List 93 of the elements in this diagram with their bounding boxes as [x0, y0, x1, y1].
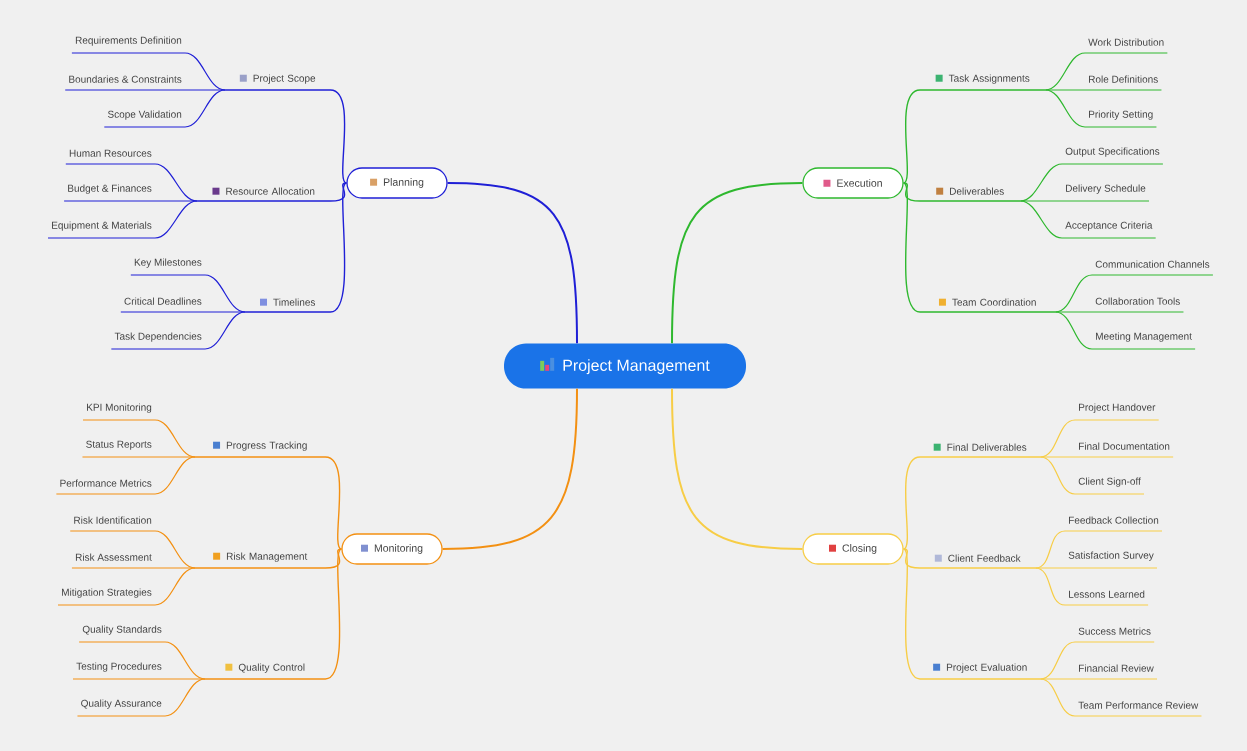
branch-label: Project Evaluation	[933, 663, 1027, 673]
branch-label: Team Coordination	[938, 298, 1036, 306]
branch-line	[441, 387, 578, 550]
branch-label: Client Feedback	[934, 554, 1021, 562]
leaf-label: Project Handover	[1079, 403, 1156, 413]
topic-box: Closing	[802, 533, 904, 565]
branch-line	[204, 548, 343, 680]
branch-line	[244, 182, 348, 313]
branch-line	[1054, 311, 1196, 350]
branch-line	[1044, 89, 1163, 91]
branch-line	[902, 548, 1042, 680]
leaf-label: Final Documentation	[1079, 442, 1170, 450]
leaf-label: Budget & Finances	[68, 184, 152, 194]
leaf-label: Financial Review	[1079, 664, 1154, 672]
branch-line	[72, 678, 206, 680]
leaf-label: Client Sign-off	[1078, 477, 1141, 487]
leaf-label: Requirements Definition	[75, 36, 182, 46]
branch-line	[196, 182, 348, 202]
branch-label: Progress Tracking	[213, 441, 307, 451]
branch-line	[902, 548, 1037, 569]
leaf-label: Key Milestones	[134, 258, 202, 268]
branch-line	[902, 182, 1057, 313]
branch-label: Deliverables	[936, 187, 1004, 195]
leaf-label: Mitigation Strategies	[62, 588, 152, 598]
branch-line	[55, 456, 196, 495]
branch-label: Resource Allocation	[212, 187, 315, 195]
leaf-label: Success Metrics	[1078, 627, 1151, 635]
leaf-label: Priority Setting	[1089, 110, 1153, 120]
branch-line	[1039, 456, 1145, 495]
branch-line	[47, 200, 198, 239]
leaf-label: Delivery Schedule	[1066, 184, 1146, 194]
leaf-label: KPI Monitoring	[87, 403, 152, 413]
branch-label: Timelines	[260, 298, 316, 306]
branch-line	[902, 89, 1047, 184]
leaf-label: Team Performance Review	[1078, 701, 1199, 709]
branch-line	[1019, 200, 1150, 202]
leaf-label: Boundaries & Constraints	[69, 75, 182, 83]
branch-line	[63, 200, 198, 202]
branch-label: Project Scope	[239, 74, 316, 84]
leaf-label: Quality Standards	[82, 625, 162, 635]
leaf-label: Scope Validation	[107, 110, 182, 120]
branch-label: Final Deliverables	[933, 443, 1027, 451]
leaf-label: Human Resources	[69, 149, 152, 157]
branch-line	[1034, 567, 1158, 569]
leaf-label: Collaboration Tools	[1095, 297, 1180, 305]
branch-line	[64, 89, 226, 91]
leaf-label: Output Specifications	[1065, 147, 1160, 157]
leaf-label: Role Definitions	[1089, 75, 1158, 83]
leaf-label: Performance Metrics	[60, 479, 152, 487]
branch-line	[1044, 89, 1158, 128]
branch-line	[120, 311, 246, 313]
leaf-label: Task Dependencies	[114, 332, 202, 342]
leaf-label: Satisfaction Survey	[1068, 551, 1154, 561]
branch-line	[671, 387, 804, 550]
leaf-label: Risk Identification	[74, 516, 152, 524]
leaf-label: Lessons Learned	[1069, 590, 1145, 598]
branch-label: Quality Control	[225, 663, 305, 673]
branch-label: Task Assignments	[935, 74, 1030, 84]
leaf-label: Equipment & Materials	[52, 221, 152, 231]
branch-line	[81, 456, 196, 458]
branch-line	[194, 456, 343, 550]
branch-line	[446, 182, 578, 345]
leaf-label: Work Distribution	[1088, 38, 1164, 46]
branch-line	[1054, 311, 1185, 313]
branch-line	[71, 567, 196, 569]
leaf-label: Status Reports	[86, 440, 152, 450]
leaf-label: Testing Procedures	[76, 662, 162, 672]
branch-label: Risk Management	[213, 552, 308, 562]
branch-line	[1039, 456, 1174, 458]
branch-line	[1034, 567, 1149, 606]
leaf-label: Quality Assurance	[81, 699, 162, 709]
topic-box: Planning	[346, 167, 448, 199]
branch-line	[110, 311, 246, 350]
leaf-label: Acceptance Criteria	[1065, 221, 1153, 231]
topic-box: Execution	[802, 167, 904, 199]
central-topic-box: Project Management	[504, 343, 746, 389]
branch-line	[57, 567, 196, 606]
branch-line	[1039, 678, 1203, 717]
leaf-label: Critical Deadlines	[124, 297, 202, 305]
branch-line	[902, 456, 1042, 550]
branch-line	[902, 182, 1022, 202]
leaf-label: Feedback Collection	[1069, 516, 1159, 524]
branch-line	[1019, 200, 1157, 239]
branch-line	[671, 182, 804, 345]
leaf-label: Meeting Management	[1096, 332, 1192, 342]
branch-line	[224, 89, 348, 184]
branch-line	[1039, 678, 1158, 680]
branch-line	[103, 89, 226, 128]
branch-line	[76, 678, 206, 717]
topic-box: Monitoring	[341, 533, 443, 565]
leaf-label: Risk Assessment	[75, 553, 152, 561]
branch-line	[194, 548, 343, 569]
leaf-label: Communication Channels	[1095, 260, 1210, 268]
